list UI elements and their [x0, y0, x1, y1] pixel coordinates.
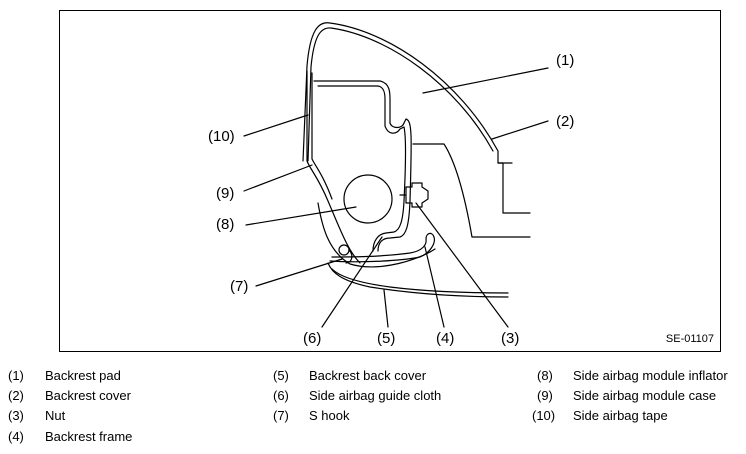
legend-num-10: (10)	[532, 408, 556, 423]
callout-10: (10)	[208, 128, 235, 145]
legend-label-5: Backrest back cover	[309, 368, 427, 383]
legend-label-4: Backrest frame	[45, 429, 133, 444]
leader-2	[491, 120, 549, 140]
legend-num-9: (9)	[537, 388, 553, 403]
airbag-module-case	[313, 80, 412, 252]
legend-num-3: (3)	[8, 408, 24, 423]
leader-8	[245, 206, 357, 226]
callout-6: (6)	[303, 330, 322, 347]
leader-6	[321, 236, 383, 328]
backrest-back-cover	[327, 262, 509, 298]
airbag-module-case-inner	[317, 85, 407, 252]
callout-7: (7)	[230, 278, 249, 295]
callout-2: (2)	[556, 113, 575, 130]
backrest-back-cover-inner	[331, 268, 509, 294]
legend-label-2: Backrest cover	[45, 388, 131, 403]
callout-8: (8)	[216, 216, 235, 233]
diagram-frame: (1) (2) (3) (4) (5) (6) (7) (8) (9) (10)…	[59, 10, 721, 352]
leader-9	[243, 164, 313, 192]
legend-num-2: (2)	[8, 388, 24, 403]
legend-label-8: Side airbag module inflator	[573, 368, 728, 383]
backrest-cover-outline	[302, 22, 513, 164]
backrest-pad-contour	[412, 143, 531, 238]
backrest-cover-inner-line	[307, 27, 494, 162]
airbag-tape-line	[306, 70, 361, 264]
legend-label-9: Side airbag module case	[573, 388, 717, 403]
leader-10	[243, 114, 309, 137]
backrest-frame	[329, 232, 435, 263]
legend-num-5: (5)	[273, 368, 289, 383]
legend-label-3: Nut	[45, 408, 66, 423]
legend-num-7: (7)	[273, 408, 289, 423]
leader-4	[424, 246, 445, 328]
legend-num-4: (4)	[8, 429, 24, 444]
callout-1: (1)	[556, 52, 575, 69]
seat-cross-section-drawing	[243, 22, 549, 328]
callout-3: (3)	[501, 330, 520, 347]
callout-4: (4)	[436, 330, 455, 347]
s-hook-loop	[338, 244, 350, 256]
leader-1	[422, 67, 549, 94]
figure-id: SE-01107	[665, 333, 714, 345]
leader-5	[383, 289, 389, 328]
nut-bolt	[405, 182, 429, 208]
inflator-circle	[343, 174, 393, 224]
legend-label-7: S hook	[309, 408, 350, 423]
legend-label-6: Side airbag guide cloth	[309, 388, 442, 403]
backrest-pad-step	[497, 162, 531, 214]
legend-num-8: (8)	[537, 368, 553, 383]
legend-num-6: (6)	[273, 388, 289, 403]
legend-label-10: Side airbag tape	[573, 408, 668, 423]
legend-num-1: (1)	[8, 368, 24, 383]
airbag-tape-line-inner	[311, 72, 333, 200]
callout-5: (5)	[377, 330, 396, 347]
s-hook	[345, 249, 353, 264]
legend-label-1: Backrest pad	[45, 368, 121, 383]
leader-7	[255, 258, 343, 287]
callout-9: (9)	[216, 185, 235, 202]
leader-3	[415, 202, 509, 328]
